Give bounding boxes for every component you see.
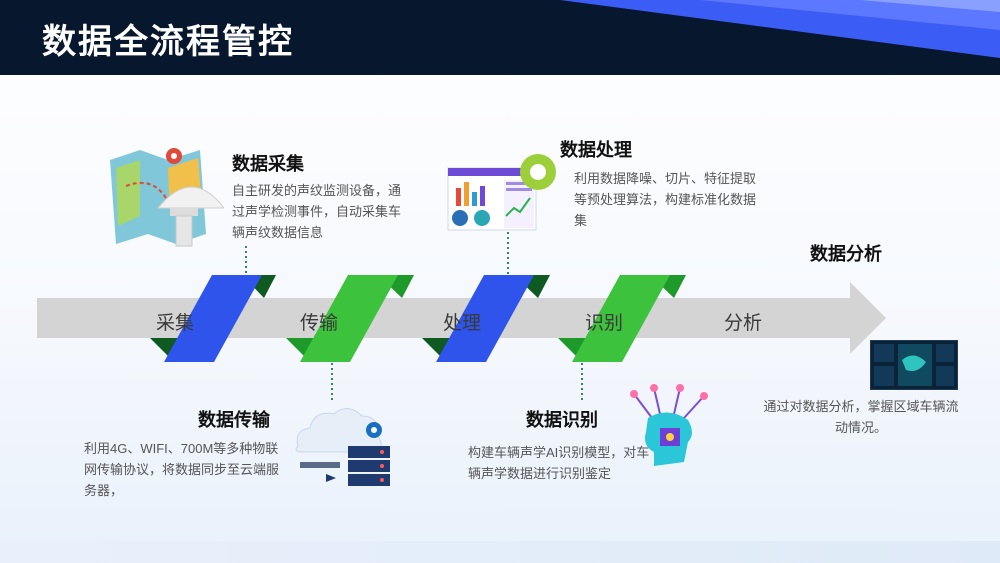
flow-band-process: [422, 275, 550, 362]
map-sensor-icon: [110, 148, 224, 247]
dashboard-gear-icon: [447, 154, 556, 231]
section-desc-identify: 构建车辆声学AI识别模型，对车 辆声学数据进行识别鉴定: [468, 445, 650, 481]
stage-label-analyze: 分析: [723, 313, 762, 334]
section-title-identify: 数据识别: [526, 410, 598, 430]
section-desc-analyze: 通过对数据分析，掌握区域车辆流 动情况。: [763, 399, 959, 435]
section-desc-process: 利用数据降噪、切片、特征提取 等预处理算法，构建标准化数据 集: [574, 171, 757, 228]
header-stripes-decoration: [560, 0, 1000, 58]
monitor-screen-icon: [870, 340, 958, 390]
bottom-band-decoration: [0, 541, 1000, 563]
stage-label-identify: 识别: [584, 313, 623, 334]
section-desc-transmit: 利用4G、WIFI、700M等多种物联 网传输协议，将数据同步至云端服 务器，: [84, 441, 280, 498]
flow-band-collect: [150, 275, 276, 362]
flow-band-identify: [558, 275, 686, 362]
section-title-transmit: 数据传输: [198, 410, 270, 430]
ai-head-icon: [630, 384, 708, 466]
section-title-analyze: 数据分析: [810, 244, 882, 264]
header-bar: 数据全流程管控: [0, 0, 1000, 75]
section-title-collect: 数据采集: [232, 154, 304, 174]
flow-band-transmit: [286, 275, 414, 362]
stage-label-collect: 采集: [155, 313, 194, 334]
page-title: 数据全流程管控: [42, 23, 294, 61]
stage-label-transmit: 传输: [299, 313, 338, 334]
cloud-server-icon: [295, 408, 390, 486]
section-desc-collect: 自主研发的声纹监测设备，通 过声学检测事件，自动采集车 辆声纹数据信息: [232, 183, 402, 240]
section-title-process: 数据处理: [560, 140, 632, 160]
stage-label-process: 处理: [442, 313, 481, 334]
